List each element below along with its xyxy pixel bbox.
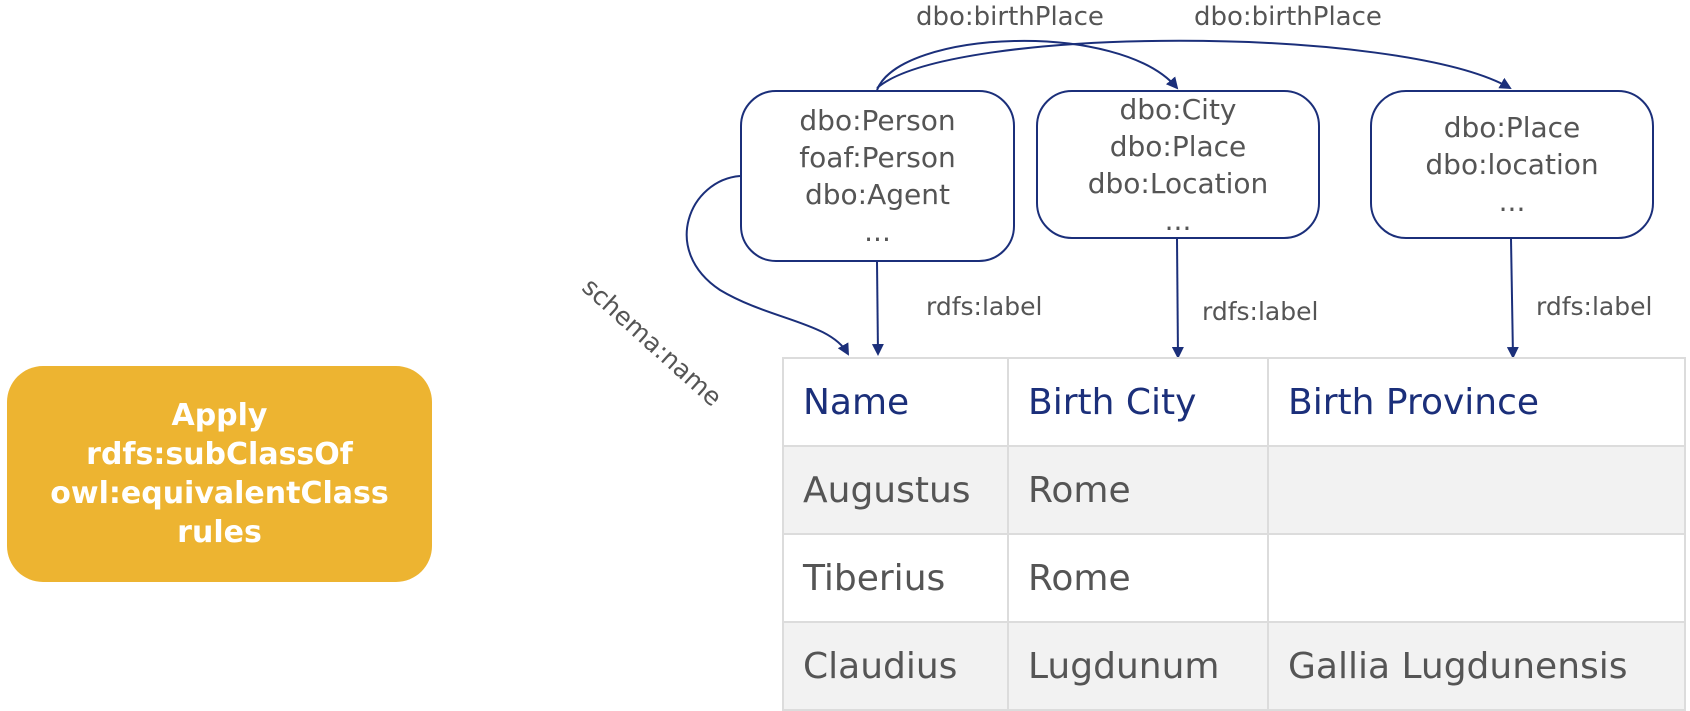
table-cell: Tiberius [782,533,1009,623]
label-arrow-province [1506,238,1519,359]
birth-place-arrow-province [876,39,1512,89]
label-arrow-name [871,261,884,356]
column-header-birth-province: Birth Province [1267,357,1686,447]
table-header-row: Name Birth City Birth Province [782,357,1686,447]
table-row: Tiberius Rome [782,533,1686,623]
rule-line: rdfs:subClassOf [86,437,353,472]
edge-label-birth-place: dbo:birthPlace [1194,2,1382,32]
class-label: ... [864,215,891,248]
rule-line: rules [177,515,262,550]
label-arrow-city [1171,238,1184,359]
edge-label-rdfs-label: rdfs:label [1536,292,1653,321]
class-label: ... [1498,185,1526,218]
rule-line: Apply [171,398,268,433]
table-cell [1267,445,1686,535]
table-cell: Claudius [782,621,1009,711]
table-cell: Rome [1007,445,1269,535]
class-node-city: dbo:City dbo:Place dbo:Location ... [1036,90,1320,239]
results-table: Name Birth City Birth Province Augustus … [782,357,1686,711]
class-label: dbo:Place [1443,111,1581,144]
column-header-birth-city: Birth City [1007,357,1269,447]
class-node-place: dbo:Place dbo:location ... [1370,90,1654,239]
edge-label-rdfs-label: rdfs:label [1202,297,1319,326]
column-header-name: Name [782,357,1009,447]
rule-line: owl:equivalentClass [50,476,389,511]
edge-label-rdfs-label: rdfs:label [926,292,1043,321]
class-label: dbo:Person [799,104,956,137]
birth-place-arrow-city [876,40,1179,91]
class-label: dbo:location [1425,148,1599,181]
class-node-person: dbo:Person foaf:Person dbo:Agent ... [740,90,1015,262]
class-label: dbo:Agent [805,178,950,211]
class-label: dbo:Location [1087,166,1269,200]
class-label: foaf:Person [799,141,956,174]
table-cell: Lugdunum [1007,621,1269,711]
table-cell: Augustus [782,445,1009,535]
table-cell [1267,533,1686,623]
table-row: Claudius Lugdunum Gallia Lugdunensis [782,621,1686,711]
schema-name-arrow [685,175,849,356]
rule-box: Apply rdfs:subClassOf owl:equivalentClas… [7,366,432,582]
class-label: dbo:City [1119,92,1237,126]
edge-label-birth-place: dbo:birthPlace [916,2,1104,32]
table-cell: Gallia Lugdunensis [1267,621,1686,711]
table-row: Augustus Rome [782,445,1686,535]
class-label: ... [1164,203,1192,237]
table-cell: Rome [1007,533,1269,623]
class-label: dbo:Place [1109,129,1247,163]
